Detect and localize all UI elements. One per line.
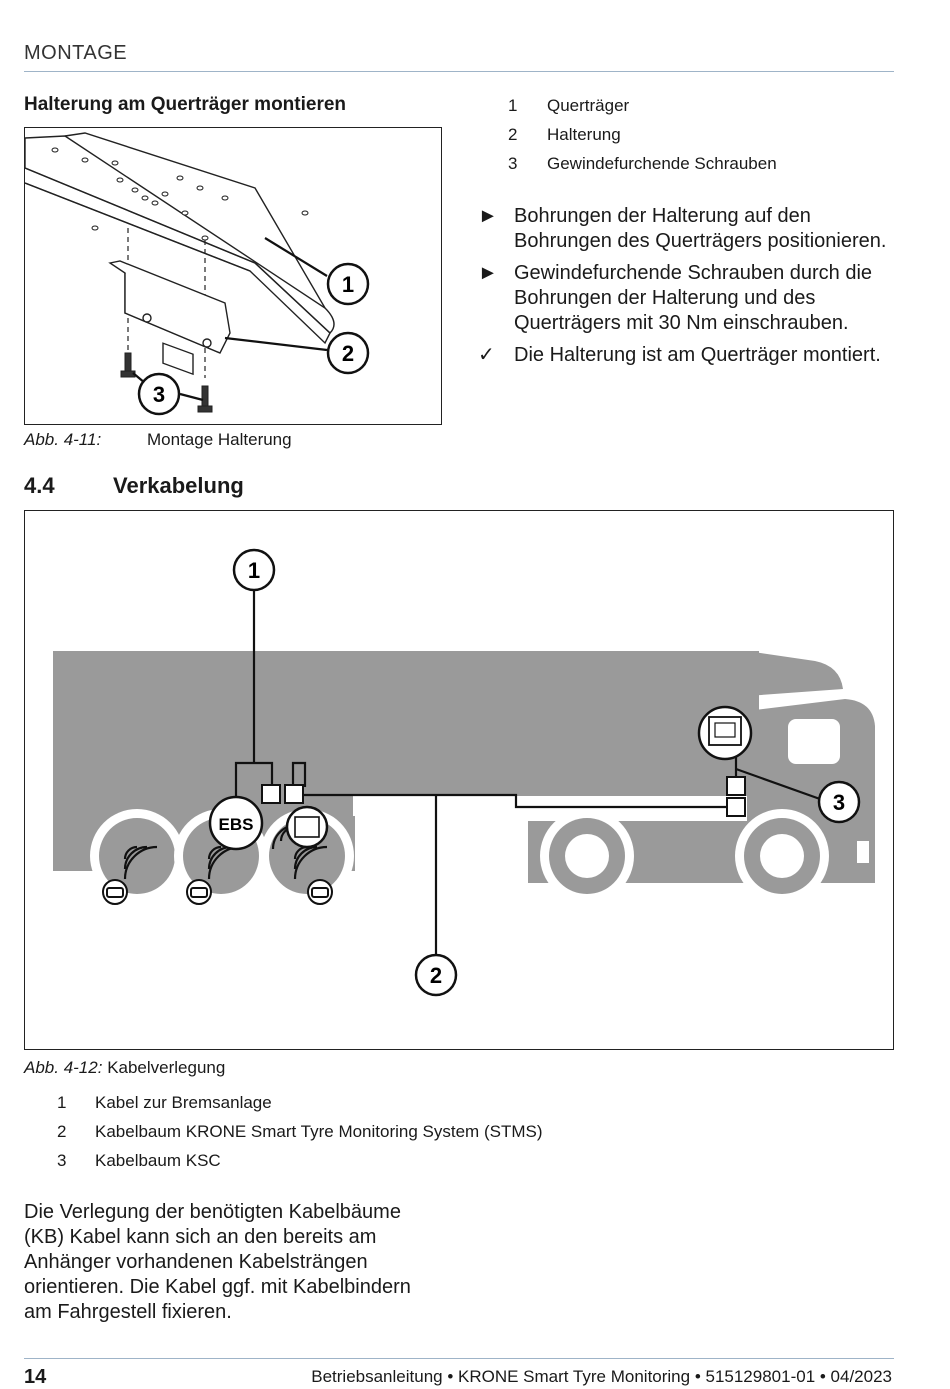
- callout-1: 1: [326, 262, 370, 306]
- wiring-legend: 1 Kabel zur Bremsanlage 2 Kabelbaum KRON…: [57, 1093, 543, 1170]
- figure-wiring: EBS 1 2 3: [24, 510, 894, 1050]
- caption-text: Kabelverlegung: [107, 1058, 226, 1077]
- svg-text:3: 3: [153, 382, 165, 407]
- cable-ksc: [734, 757, 821, 801]
- callout-1: 1: [232, 548, 276, 592]
- footer-rule: [24, 1358, 894, 1359]
- cable-brake: [234, 590, 307, 801]
- cross-member: [24, 132, 335, 345]
- svg-text:EBS: EBS: [219, 815, 254, 834]
- alignment-lines: [127, 228, 206, 378]
- bracket: [108, 260, 231, 376]
- section-title: Verkabelung: [113, 473, 244, 498]
- footer-doc-info: Betriebsanleitung • KRONE Smart Tyre Mon…: [311, 1367, 892, 1386]
- svg-text:1: 1: [248, 558, 260, 583]
- trailer-body: [53, 651, 759, 796]
- caption-ref: Abb. 4-11:: [24, 430, 102, 449]
- figure-caption-4-12: Abb. 4-12: Kabelverlegung: [24, 1058, 225, 1078]
- header-rule: [24, 71, 894, 72]
- callout-3: 3: [817, 780, 861, 824]
- ebs-module: EBS: [208, 795, 264, 851]
- caption-text: Montage Halterung: [147, 430, 292, 449]
- svg-text:1: 1: [342, 272, 354, 297]
- wiring-paragraph: Die Verlegung der benötigten Kabelbäume …: [24, 1201, 411, 1323]
- svg-text:2: 2: [342, 341, 354, 366]
- caption-ref: Abb. 4-12:: [24, 1058, 103, 1077]
- callout-2: 2: [326, 331, 370, 375]
- tyre-sensors: [102, 879, 333, 905]
- cab-roof-spoiler: [747, 651, 843, 696]
- ksc-display: [697, 705, 753, 761]
- svg-text:3: 3: [833, 790, 845, 815]
- section-number: 4.4: [24, 473, 55, 498]
- page-number: 14: [24, 1366, 47, 1388]
- cable-stms: [303, 793, 736, 955]
- cab-headlight: [857, 841, 869, 863]
- figure-caption-4-11: Abb. 4-11:: [24, 430, 101, 450]
- bracket-drawing: 1 2 3: [24, 132, 370, 416]
- figure-mount-bracket: 1 2 3: [24, 127, 442, 425]
- cab-window: [788, 719, 840, 764]
- mount-legend: 1 Querträger 2 Halterung 3 Gewindefurche…: [508, 96, 777, 173]
- stms-receiver: [285, 805, 329, 849]
- beam-holes: [51, 147, 309, 241]
- callout-lines: [132, 237, 328, 402]
- callout-2: 2: [414, 953, 458, 997]
- section-header: MONTAGE: [24, 42, 128, 64]
- wiring-drawing: EBS 1 2 3: [53, 548, 875, 997]
- callout-3: 3: [137, 372, 181, 416]
- mount-title: Halterung am Querträger montieren: [24, 94, 347, 115]
- connectors: [261, 776, 746, 817]
- svg-text:2: 2: [430, 963, 442, 988]
